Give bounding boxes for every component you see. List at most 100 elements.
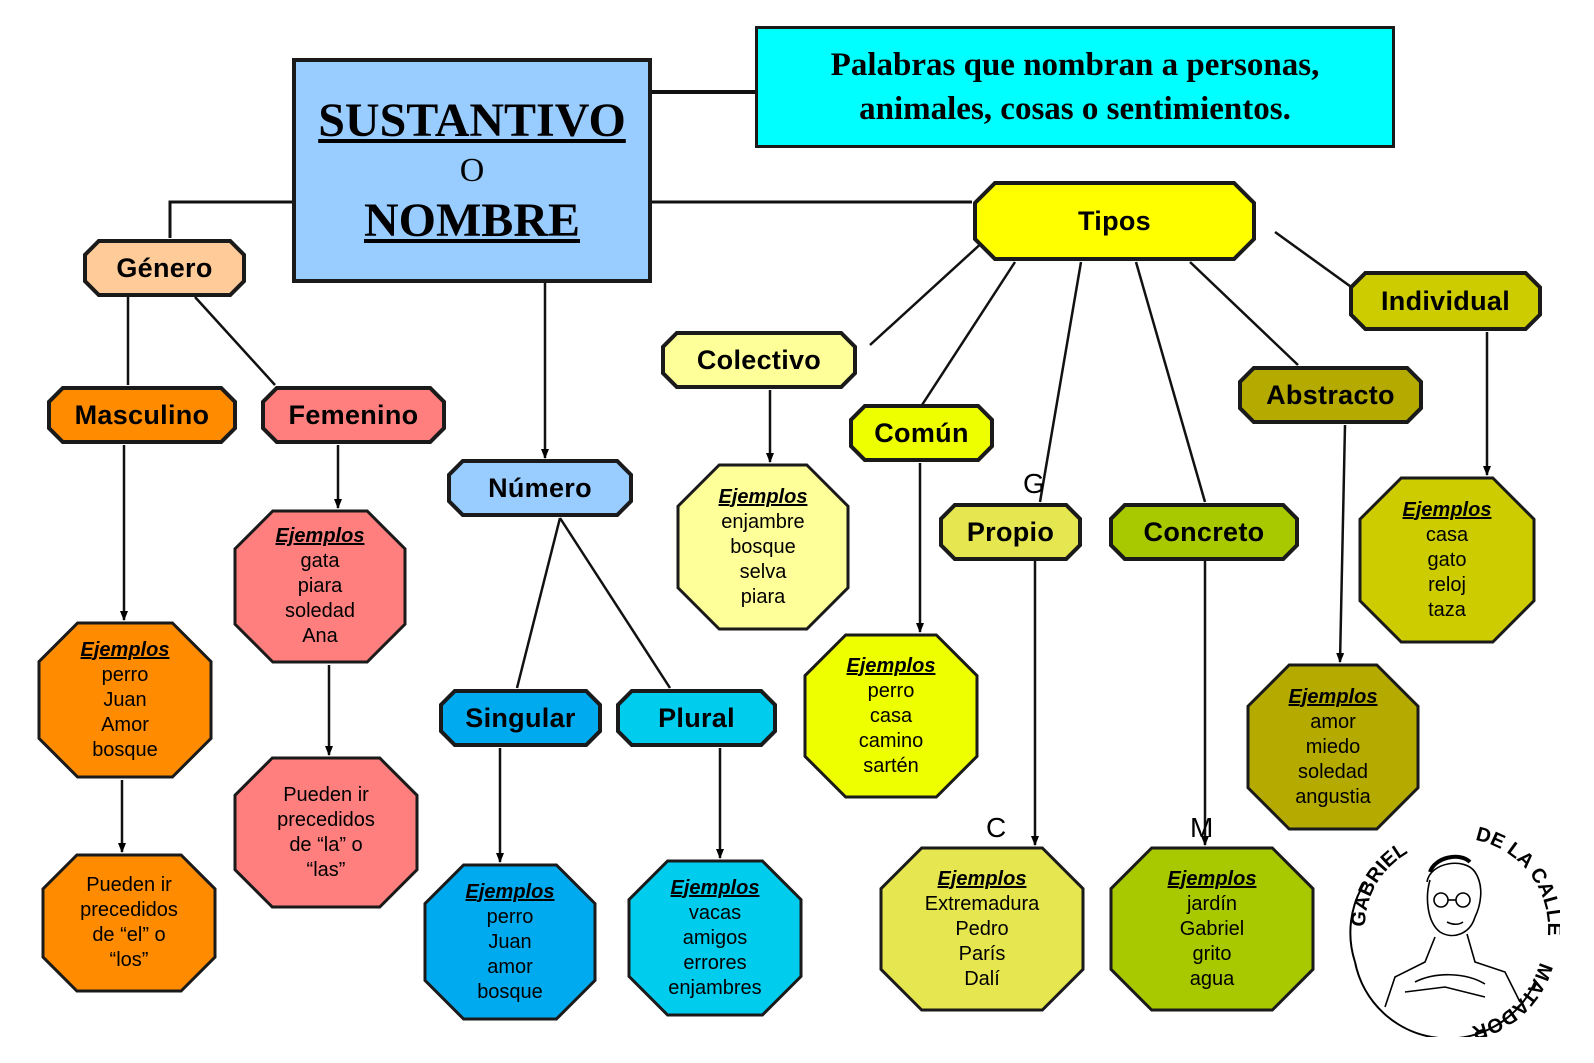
example-item: bosque xyxy=(92,738,158,761)
example-item: soledad xyxy=(284,600,356,622)
example-item: gato xyxy=(1427,548,1467,571)
example-item: jardín xyxy=(1186,892,1238,915)
node-propio: Propio xyxy=(938,502,1083,562)
example-item: enjambre xyxy=(721,510,805,533)
example-item: Dalí xyxy=(964,967,1000,990)
octagon-shape xyxy=(1109,503,1299,561)
example-item: perro xyxy=(101,663,149,686)
line-abstracto-examples xyxy=(1336,424,1347,663)
example-item: angustia xyxy=(1295,785,1371,808)
example-item: soledad xyxy=(1297,760,1369,783)
note-line: de “el” o xyxy=(92,924,166,946)
octagon-shape xyxy=(1358,476,1536,644)
examples-heading: Ejemplos xyxy=(1167,867,1257,890)
logo-text-right: DE LA CALLE xyxy=(1474,823,1560,936)
node-individual-label: Individual xyxy=(1380,285,1510,316)
node-plural-label: Plural xyxy=(658,702,735,733)
octagon-shape xyxy=(41,853,217,993)
octagon-shape xyxy=(47,386,237,444)
note-line: de “la” o xyxy=(289,833,363,856)
node-abstracto-label: Abstracto xyxy=(1266,379,1395,410)
line-main-genero xyxy=(168,200,292,238)
node-comun: Común xyxy=(848,403,995,463)
line-tipos-propio xyxy=(1038,261,1083,503)
example-item: errores xyxy=(683,951,747,974)
example-item: taza xyxy=(1428,598,1466,621)
example-item: Ana xyxy=(302,625,338,647)
logo-ring-left xyxy=(1349,881,1366,963)
node-comun-label: Común xyxy=(874,417,969,448)
node-singular: Singular xyxy=(438,688,603,748)
letter-g: G xyxy=(1023,468,1045,499)
octagon-shape xyxy=(1246,663,1420,831)
logo-ring xyxy=(1354,961,1536,1037)
example-item: gata xyxy=(300,550,340,572)
example-item: casa xyxy=(1425,523,1469,546)
example-item: selva xyxy=(739,560,787,583)
octagon-shape xyxy=(439,689,602,747)
octagon-shape xyxy=(1349,271,1542,331)
definition-line-2: animales, cosas o sentimientos. xyxy=(859,91,1291,127)
main-connector: O xyxy=(459,151,485,189)
example-item: perro xyxy=(867,679,915,702)
node-femenino-label: Femenino xyxy=(288,399,419,430)
example-item: piara xyxy=(297,575,343,597)
examples-heading: Ejemplos xyxy=(1288,685,1378,708)
line-tipos-abstracto xyxy=(1189,261,1299,366)
example-item: amigos xyxy=(682,926,748,949)
octagon-shape xyxy=(1238,366,1423,424)
example-item: Pedro xyxy=(955,917,1009,940)
example-item: Juan xyxy=(488,930,532,953)
node-propio-label: Propio xyxy=(966,516,1055,547)
node-concreto: Concreto xyxy=(1108,502,1300,562)
octagon-shape xyxy=(423,863,597,1021)
example-item: piara xyxy=(740,585,786,608)
octagon-shape xyxy=(939,503,1082,561)
octagon-shape xyxy=(879,846,1085,1012)
note-line: precedidos xyxy=(80,899,178,921)
example-item: París xyxy=(958,942,1006,965)
logo-text-top: GABRIEL xyxy=(1348,838,1411,927)
main-subtitle: NOMBRE xyxy=(364,193,580,247)
octagon-shape xyxy=(233,756,419,909)
octagon-shape xyxy=(627,859,803,1017)
definition-line-1: Palabras que nombran a personas, xyxy=(830,47,1320,83)
examples-heading: Ejemplos xyxy=(80,638,170,661)
example-item: sartén xyxy=(863,754,919,777)
logo-portrait xyxy=(1384,854,1521,1008)
letter-c: C xyxy=(986,812,1007,843)
examples-heading: Ejemplos xyxy=(465,880,555,903)
examples-heading: Ejemplos xyxy=(275,525,365,547)
node-numero-label: Número xyxy=(488,472,592,503)
examples-heading: Ejemplos xyxy=(670,876,760,899)
note-line: “las” xyxy=(306,858,346,881)
octagon-shape xyxy=(803,633,979,799)
node-tipos: Tipos xyxy=(972,180,1257,262)
definition-box: Palabras que nombran a personas, animale… xyxy=(755,26,1395,148)
node-singular-label: Singular xyxy=(465,702,576,733)
octagon-shape xyxy=(1109,846,1315,1012)
example-item: bosque xyxy=(477,980,543,1003)
line-tipos-comun xyxy=(920,261,1017,406)
example-item: amor xyxy=(1310,710,1356,733)
note-line: Pueden ir xyxy=(283,783,369,806)
example-item: Amor xyxy=(101,713,149,736)
logo-text-bottom: MATADOR xyxy=(1469,960,1556,1037)
octagon-shape xyxy=(973,181,1256,261)
node-genero: Género xyxy=(82,238,247,298)
node-femenino: Femenino xyxy=(260,385,447,445)
example-item: enjambres xyxy=(668,976,762,999)
node-tipos-label: Tipos xyxy=(1077,205,1151,236)
node-colectivo-label: Colectivo xyxy=(696,344,822,375)
examples-heading: Ejemplos xyxy=(1402,498,1492,521)
octagon-shape xyxy=(233,509,407,664)
main-title: SUSTANTIVO xyxy=(318,93,626,147)
